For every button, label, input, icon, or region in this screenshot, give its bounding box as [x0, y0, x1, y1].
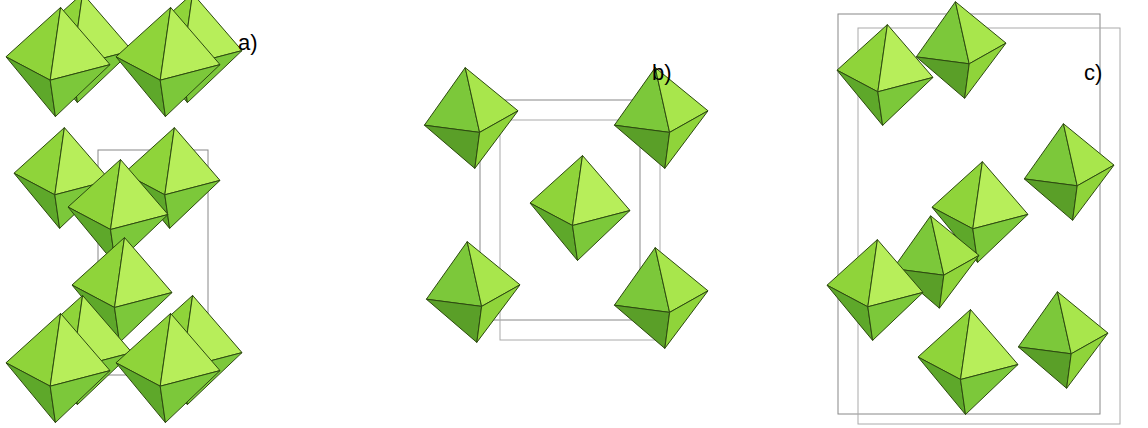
panel-label: b) [652, 62, 672, 84]
structure-b [424, 68, 708, 349]
panel-label: a) [238, 32, 258, 54]
panel-label: c) [1084, 62, 1102, 84]
structure-c [827, 2, 1120, 424]
structure-a [6, 0, 242, 423]
